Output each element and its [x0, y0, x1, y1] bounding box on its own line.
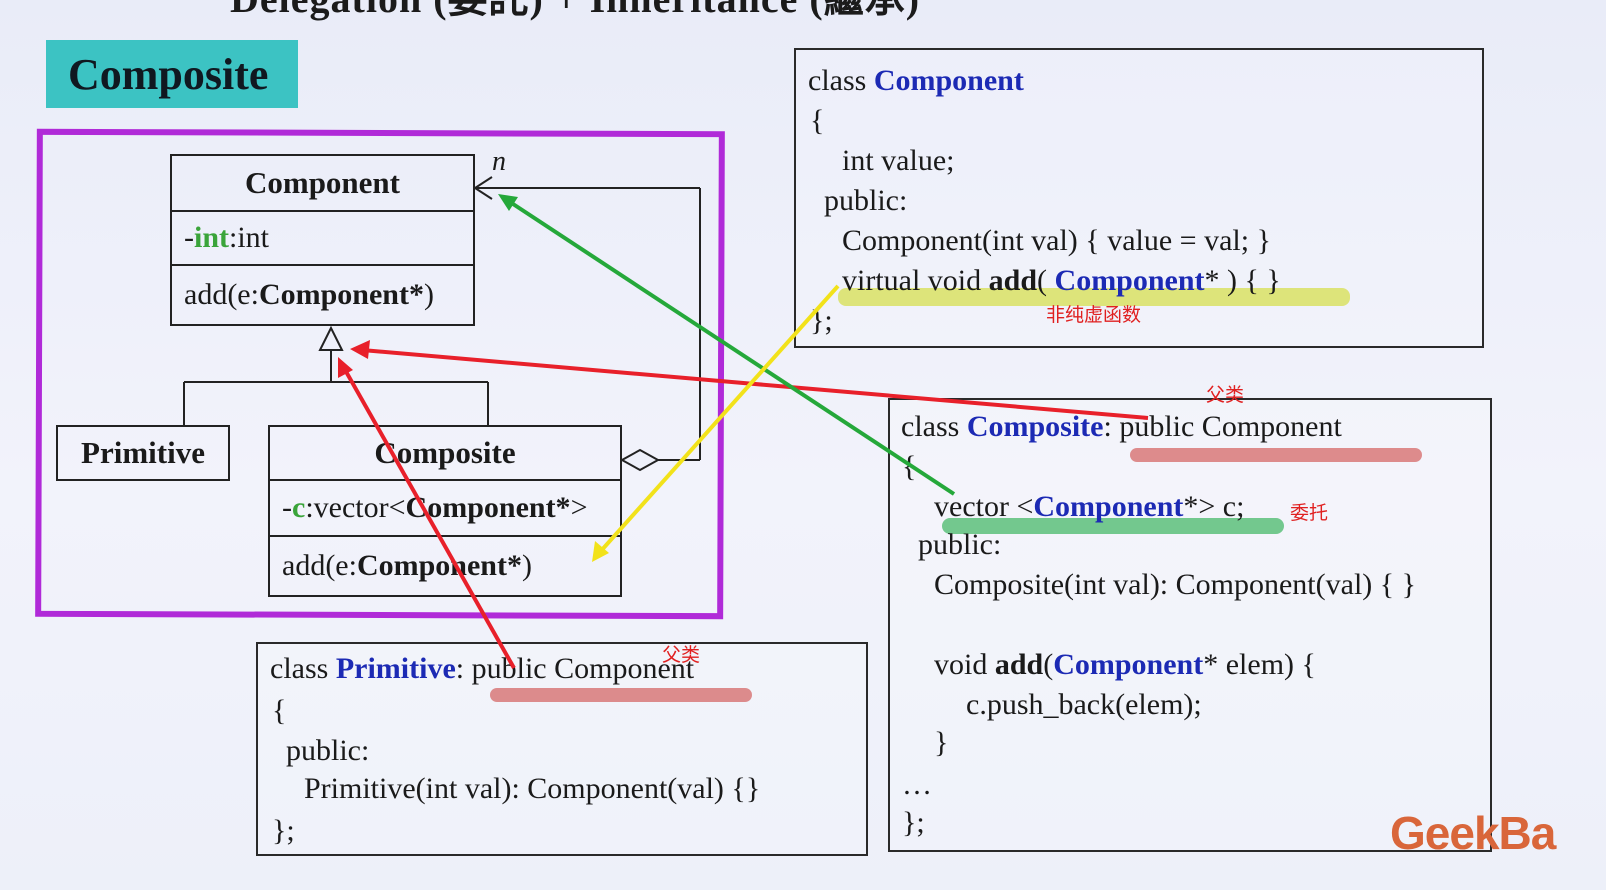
highlight-virtual-add: [838, 288, 1350, 306]
attr-prefix: -: [282, 491, 292, 524]
code-line: public:: [286, 734, 370, 767]
code-line: int value;: [842, 144, 955, 177]
code-line: virtual void add( Component* ) { }: [842, 264, 1281, 297]
code-line: …: [902, 768, 932, 801]
attr-prefix: -: [184, 221, 194, 254]
method-type: Component*: [356, 549, 522, 582]
uml-class-name: Primitive: [81, 435, 205, 470]
code-line: };: [810, 304, 833, 337]
note-parent-class: 父类: [662, 644, 701, 666]
uml-class-name: Component: [244, 165, 400, 200]
attr-type-bold: Component*: [405, 491, 571, 524]
code-line: }: [934, 726, 949, 759]
method-post: ): [423, 278, 434, 311]
note-parent-class: 父类: [1206, 384, 1245, 406]
code-line: class Primitive: public Component: [270, 652, 695, 685]
uml-class-name: Composite: [374, 435, 516, 470]
uml-method-row: add(e:Component*): [270, 537, 620, 595]
code-block-primitive: [256, 642, 868, 856]
code-line: Composite(int val): Component(val) { }: [934, 568, 1417, 601]
badge-label: Composite: [68, 49, 269, 99]
attr-type-pre: :vector<: [305, 491, 406, 524]
code-line: Primitive(int val): Component(val) {}: [304, 772, 761, 805]
code-line: class Component: [808, 64, 1024, 97]
note-delegation: 委托: [1290, 502, 1329, 524]
code-line: void add(Component* elem) {: [934, 648, 1316, 681]
code-line: {: [810, 104, 825, 137]
code-line: Component(int val) { value = val; }: [842, 224, 1271, 257]
code-block-composite: [888, 398, 1492, 852]
uml-attribute-row: -c:vector<Component*>: [270, 481, 620, 537]
code-line: vector <Component*> c;: [934, 490, 1245, 523]
note-non-pure-virtual: 非纯虚函数: [1046, 304, 1142, 326]
method-pre: add(e:: [282, 549, 357, 582]
geekband-logo: GeekBa: [1390, 807, 1556, 859]
highlight-vector-member: [942, 518, 1284, 534]
composite-badge: Composite: [46, 40, 298, 108]
multiplicity-label: n: [492, 146, 506, 177]
uml-class-composite: Composite -c:vector<Component*> add(e:Co…: [268, 425, 622, 597]
code-line: c.push_back(elem);: [966, 688, 1202, 721]
uml-class-name-row: Composite: [270, 427, 620, 481]
code-line: };: [272, 814, 295, 847]
slide-title: Delegation (委託) + Inheritance (繼承): [230, 0, 920, 24]
code-line: public:: [918, 528, 1002, 561]
highlight-public-component: [1130, 448, 1422, 462]
uml-method-row: add(e:Component*): [172, 266, 473, 324]
method-type: Component*: [258, 278, 424, 311]
code-line: {: [902, 450, 917, 483]
code-line: {: [272, 694, 287, 727]
uml-attribute-row: -int:int: [172, 212, 473, 266]
attr-type: :int: [229, 221, 270, 254]
method-pre: add(e:: [184, 278, 259, 311]
highlight-public-component: [490, 688, 752, 702]
uml-class-primitive: Primitive: [56, 425, 230, 481]
uml-class-name-row: Component: [172, 156, 473, 212]
uml-class-component: Component -int:int add(e:Component*): [170, 154, 475, 326]
code-line: };: [902, 806, 925, 839]
code-line: class Composite: public Component: [901, 410, 1342, 443]
code-line: public:: [824, 184, 908, 217]
attr-name: int: [194, 221, 230, 254]
attr-name: c: [292, 491, 306, 524]
method-post: ): [521, 549, 532, 582]
attr-type-post: >: [570, 491, 588, 524]
